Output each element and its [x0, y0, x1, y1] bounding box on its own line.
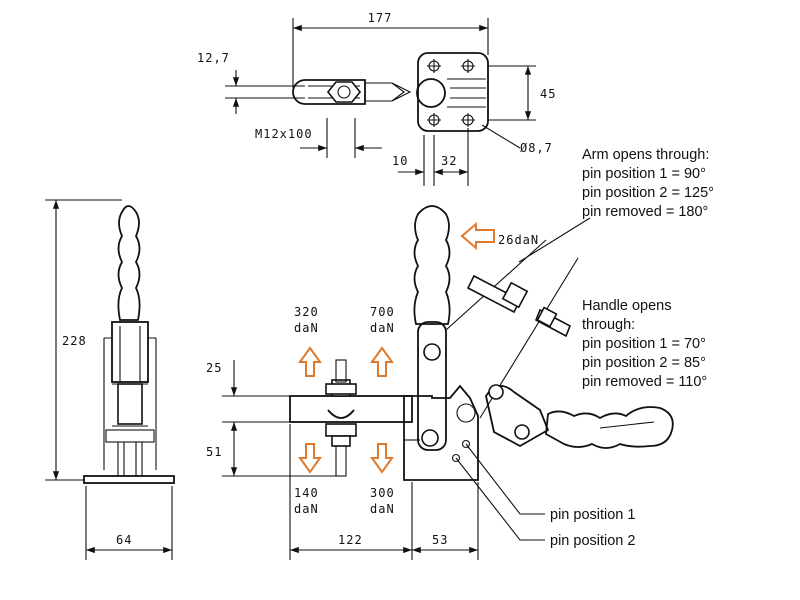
dim-hole-diameter: Ø8,7: [520, 141, 553, 155]
handle-note-line: through:: [582, 317, 635, 333]
handle-note-line: Handle opens: [582, 298, 672, 314]
side-dimension-labels: 228 64: [62, 334, 132, 547]
front-dimension-labels: 122 53 25 51: [206, 361, 448, 547]
handle-note-line: pin removed = 110°: [582, 374, 707, 390]
arm-note-line: pin position 2 = 125°: [582, 185, 714, 201]
handle-note-line: pin position 1 = 70°: [582, 336, 706, 352]
force-labels: 26daN 320 daN 700 daN 140 daN 300 daN: [294, 233, 539, 516]
dim-64: 64: [116, 533, 132, 547]
force-down-right-unit: daN: [370, 502, 395, 516]
front-view: [222, 205, 674, 560]
arm-note-line: pin position 1 = 90°: [582, 166, 706, 182]
force-up-right-arrow: [370, 346, 394, 377]
force-arrows: [298, 221, 495, 474]
force-down-left-unit: daN: [294, 502, 319, 516]
side-view: [45, 199, 175, 560]
dim-177: 177: [368, 11, 393, 25]
pin-position-1-label: pin position 1: [550, 507, 635, 523]
handle-note-line: pin position 2 = 85°: [582, 355, 706, 371]
force-up-left-value: 320: [294, 305, 319, 319]
force-down-right-arrow: [370, 443, 394, 474]
force-down-left-value: 140: [294, 486, 319, 500]
arm-opening-note: Arm opens through: pin position 1 = 90° …: [582, 147, 714, 220]
dim-228: 228: [62, 334, 87, 348]
dim-thread: M12x100: [255, 127, 313, 141]
arm-note-line: Arm opens through:: [582, 147, 709, 163]
top-view: [225, 18, 536, 186]
dim-51: 51: [206, 445, 222, 459]
handle-opening-note: Handle opens through: pin position 1 = 7…: [582, 298, 707, 390]
force-up-left-arrow: [298, 346, 322, 377]
top-dimension-labels: 177 45 12,7 M12x100 10 32 Ø8,7: [197, 11, 556, 168]
force-down-left-arrow: [298, 443, 322, 474]
dim-122: 122: [338, 533, 363, 547]
dim-32: 32: [441, 154, 457, 168]
arm-note-line: pin removed = 180°: [582, 204, 708, 220]
dim-12-7: 12,7: [197, 51, 230, 65]
force-up-right-value: 700: [370, 305, 395, 319]
force-down-right-value: 300: [370, 486, 395, 500]
force-up-right-unit: daN: [370, 321, 395, 335]
dim-10: 10: [392, 154, 408, 168]
handle-force-arrow: [460, 221, 495, 251]
dim-45: 45: [540, 87, 556, 101]
pin-position-2-label: pin position 2: [550, 533, 635, 549]
dim-25: 25: [206, 361, 222, 375]
handle-force-label: 26daN: [498, 233, 539, 247]
dim-53: 53: [432, 533, 448, 547]
force-up-left-unit: daN: [294, 321, 319, 335]
